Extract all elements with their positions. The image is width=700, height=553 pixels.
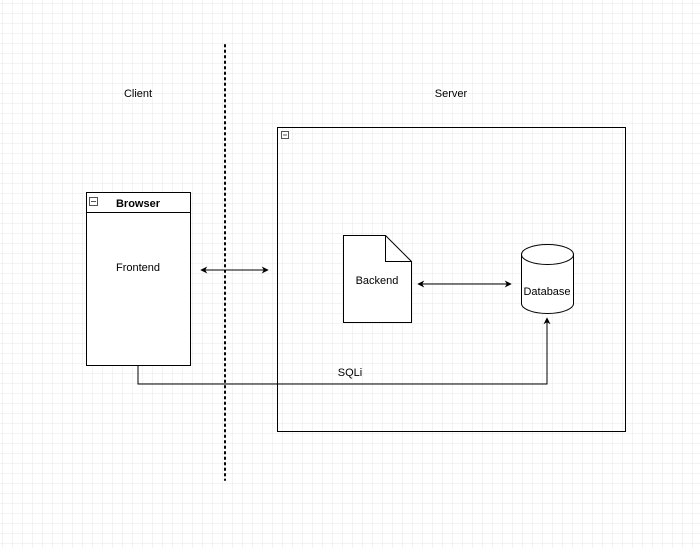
client-label: Client (124, 88, 152, 100)
minus-box-icon[interactable] (89, 197, 98, 206)
server-container[interactable] (277, 127, 626, 432)
frontend-label: Frontend (116, 262, 160, 274)
browser-container[interactable]: Browser Frontend (86, 192, 191, 366)
database-node[interactable]: Database (521, 244, 574, 314)
database-label: Database (523, 286, 570, 298)
server-label: Server (435, 88, 468, 100)
backend-label: Backend (356, 275, 399, 287)
minus-box-icon[interactable] (281, 131, 289, 139)
backend-node[interactable]: Backend (343, 235, 412, 323)
browser-title: Browser (116, 198, 161, 210)
sqli-label: SQLi (338, 367, 362, 379)
sqli-path-arrow (137, 317, 551, 385)
